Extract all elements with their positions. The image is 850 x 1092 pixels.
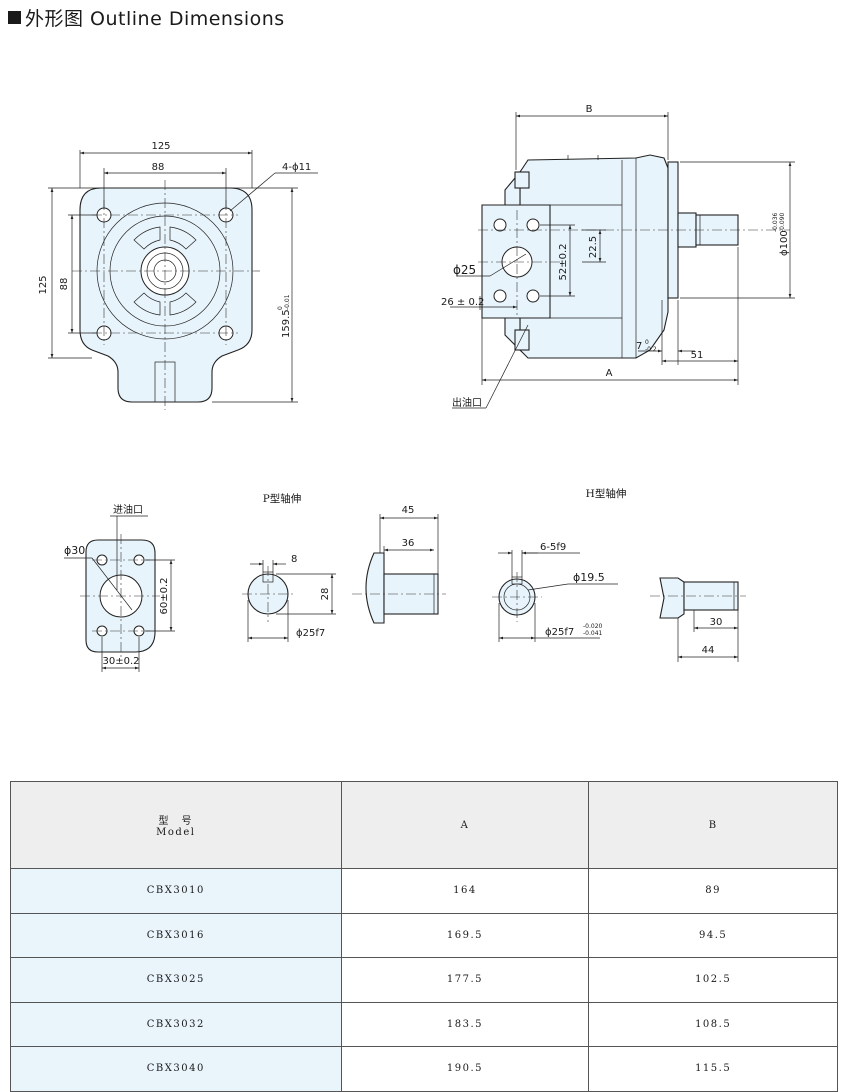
table-row: CBX3016 169.5 94.5 — [10, 912, 838, 958]
slot-ul — [133, 226, 161, 250]
inlet-label: 进油口 — [113, 503, 143, 516]
dim-44: 44 — [702, 645, 715, 656]
port-bolt-tr — [526, 218, 540, 232]
top-bolt — [514, 171, 530, 189]
dim-22-5: 22.5 — [588, 236, 599, 258]
dim-159-tol-bottom: -0.01 — [284, 294, 291, 310]
dim-125-top: 125 — [151, 141, 170, 152]
cell-a: 183.5 — [340, 1001, 590, 1047]
dim-spline: 6-5f9 — [540, 542, 566, 553]
cell-model: CBX3040 — [10, 1046, 342, 1092]
dim-phi100: ϕ100 — [779, 230, 790, 256]
dim-phi25f7-p: ϕ25f7 — [296, 628, 325, 639]
dim-7: 7 — [636, 341, 642, 352]
dim-phi25: ϕ25 — [453, 263, 476, 277]
dim-26: 26 ± 0.2 — [441, 297, 484, 308]
port-view: 进油口 ϕ30 60±0.2 30±0.2 — [64, 503, 175, 672]
port-bolt-tl — [493, 218, 507, 232]
slot-ll — [133, 292, 161, 316]
dim-7-tol-bottom: -0.2 — [645, 346, 657, 353]
cell-a: 169.5 — [340, 912, 590, 958]
dim-88-top: 88 — [152, 162, 165, 173]
outlet-label: 出油口 — [452, 396, 482, 409]
header-a: A — [340, 781, 590, 869]
port-bolt-bl — [493, 289, 507, 303]
header-b: B — [588, 781, 838, 869]
dimension-table: 型 号 Model A B CBX3010 164 89 CBX3016 169… — [10, 781, 838, 1092]
cell-model: CBX3010 — [10, 868, 342, 914]
cell-a: 190.5 — [340, 1046, 590, 1092]
table-header-row: 型 号 Model A B — [10, 781, 838, 869]
table-row: CBX3032 183.5 108.5 — [10, 1001, 838, 1047]
title-text: 外形图 Outline Dimensions — [25, 8, 285, 30]
cell-b: 108.5 — [588, 1001, 838, 1047]
dim-30-h: 30 — [710, 617, 723, 628]
header-model-cn: 型 号 — [158, 816, 194, 827]
cell-b: 102.5 — [588, 957, 838, 1003]
slot-lr — [169, 292, 197, 316]
cell-b: 89 — [588, 868, 838, 914]
cell-a: 164 — [340, 868, 590, 914]
title-marker — [8, 11, 21, 24]
cell-model: CBX3025 — [10, 957, 342, 1003]
dim-60: 60±0.2 — [159, 577, 170, 614]
slot-ur — [169, 226, 197, 250]
dim-phi30: ϕ30 — [64, 544, 85, 557]
cell-a: 177.5 — [340, 957, 590, 1003]
dim-88-left: 88 — [59, 278, 70, 291]
dim-45: 45 — [402, 505, 415, 516]
table-row: CBX3010 164 89 — [10, 868, 838, 914]
dim-159-tol-top: 0 — [277, 306, 284, 310]
side-view: B ϕ25 26 ± 0.2 52±0.2 22.5 ϕ100 -0.036 -… — [441, 104, 795, 409]
dim-4-holes: 4-ϕ11 — [282, 162, 311, 173]
dim-phi25f7-h-tol-bottom: -0.041 — [583, 630, 603, 637]
dim-B: B — [586, 104, 593, 115]
table-row: CBX3040 190.5 115.5 — [10, 1046, 838, 1092]
dim-phi25f7-h-tol-top: -0.020 — [583, 623, 603, 630]
p-shaft-view: P型轴伸 8 28 ϕ25f7 45 36 — [242, 492, 446, 642]
dim-51: 51 — [691, 350, 704, 361]
cell-model: CBX3032 — [10, 1001, 342, 1047]
outline-drawing: 125 88 4-ϕ11 125 88 159.5 0 -0.01 — [38, 104, 795, 672]
h-shaft-shoulder — [659, 577, 685, 619]
page-title: 外形图 Outline Dimensions — [8, 4, 285, 31]
port-bolt-br — [526, 289, 540, 303]
dim-phi100-tol-top: -0.036 — [772, 212, 779, 232]
p-shaft-flange — [365, 552, 385, 624]
dim-125-left: 125 — [38, 275, 49, 294]
dim-28: 28 — [320, 588, 331, 601]
header-model-en: Model — [156, 827, 196, 838]
p-shaft-title: P型轴伸 — [263, 492, 302, 505]
dim-30: 30±0.2 — [102, 656, 139, 667]
cell-b: 94.5 — [588, 912, 838, 958]
dim-A: A — [606, 368, 613, 379]
dim-phi100-tol-bottom: -0.090 — [779, 212, 786, 232]
dim-52: 52±0.2 — [558, 243, 569, 280]
table-row: CBX3025 177.5 102.5 — [10, 957, 838, 1003]
cell-model: CBX3016 — [10, 912, 342, 958]
cell-b: 115.5 — [588, 1046, 838, 1092]
h-shaft-view: H型轴伸 6-5f9 ϕ19.5 ϕ25f7 -0.020 -0.041 — [492, 487, 746, 662]
bottom-bolt — [514, 329, 530, 351]
header-model: 型 号 Model — [10, 781, 342, 869]
h-shaft-title: H型轴伸 — [586, 487, 627, 500]
dim-7-tol-top: 0 — [645, 339, 649, 346]
front-view: 125 88 4-ϕ11 125 88 159.5 0 -0.01 — [38, 141, 318, 410]
dim-8: 8 — [291, 554, 297, 565]
dim-phi19-5: ϕ19.5 — [573, 571, 605, 584]
dim-phi25f7-h: ϕ25f7 — [545, 627, 574, 638]
dim-36: 36 — [402, 538, 415, 549]
dim-159: 159.5 — [281, 309, 292, 338]
